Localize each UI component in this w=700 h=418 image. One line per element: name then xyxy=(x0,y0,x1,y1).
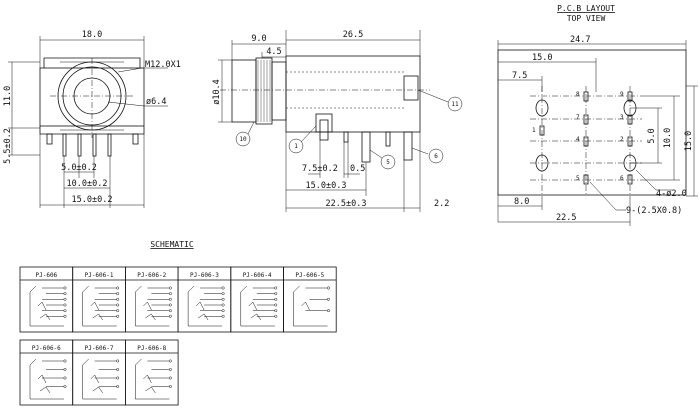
dim-body-len: 26.5 xyxy=(343,30,363,40)
schematic-cell-3: PJ-606-2 xyxy=(125,266,179,333)
schematic-model-label: PJ-606-3 xyxy=(190,272,219,279)
callout-5: 5 xyxy=(386,159,390,166)
dim-pitch-inner: 5.0±0.2 xyxy=(61,163,97,173)
schematic-cell-6: PJ-606-5 xyxy=(283,266,337,333)
pcb-dim-75: 7.5 xyxy=(512,71,527,81)
schematic-model-label: PJ-606-1 xyxy=(85,272,114,279)
schematic-model-label: PJ-606-8 xyxy=(137,345,166,352)
hole-dia-label: ø6.4 xyxy=(146,97,166,107)
schematic-model-label: PJ-606-4 xyxy=(243,272,272,279)
side-body xyxy=(285,55,421,133)
dim-pitch-mid: 10.0±0.2 xyxy=(67,179,108,189)
schematic-section: SCHEMATIC PJ-606 PJ-606-1 PJ-606-2 PJ-606-3… xyxy=(19,240,337,406)
pcb-bottom-225: 22.5 xyxy=(556,213,576,223)
pcb-pin-9: 9 xyxy=(620,91,624,98)
side-view: 9.0 4.5 26.5 ø10.4 10 11 1 5 6 7.5±0.2 0… xyxy=(212,30,463,212)
pcb-dim-150: 15.0 xyxy=(684,131,694,151)
dim-right-offset: 2.2 xyxy=(434,199,449,209)
pcb-pin-7: 7 xyxy=(576,114,580,121)
pcb-pads xyxy=(535,91,637,185)
pcb-pin-1: 1 xyxy=(532,127,536,134)
schematic-model-label: PJ-606-6 xyxy=(32,345,61,352)
dim-overall: 22.5±0.3 xyxy=(326,199,367,209)
schematic-cell-1: PJ-606 xyxy=(19,266,74,333)
schematic-cell-4: PJ-606-3 xyxy=(177,266,232,333)
callout-6: 6 xyxy=(434,153,438,160)
schematic-model-label: PJ-606-7 xyxy=(85,345,114,352)
pcb-bottom-8: 8.0 xyxy=(514,197,529,207)
pcb-outline xyxy=(497,49,687,196)
side-barrel xyxy=(231,59,257,123)
pcb-layout: P.C.B LAYOUT TOP VIEW 24.7 15.0 7.5 xyxy=(497,4,698,226)
schematic-model-label: PJ-606-2 xyxy=(137,272,166,279)
dim-pin-thick: 0.5 xyxy=(350,164,365,174)
dim-front-len: 9.0 xyxy=(251,34,266,44)
callout-11: 11 xyxy=(451,101,459,108)
pcb-pin-2: 2 xyxy=(620,136,624,143)
pcb-pin-8: 8 xyxy=(576,91,580,98)
schematic-cell-7: PJ-606-6 xyxy=(19,339,74,406)
thread-label: M12.0X1 xyxy=(145,60,181,70)
schematic-cell-2: PJ-606-1 xyxy=(72,266,126,333)
pcb-dim-50: 5.0 xyxy=(647,128,657,143)
pcb-pin-3: 3 xyxy=(620,114,624,121)
dim-height-left2: 5.5±0.2 xyxy=(3,128,13,164)
dim-width-bottom: 15.0±0.2 xyxy=(72,195,113,205)
schematic-cell-9: PJ-606-8 xyxy=(125,339,179,406)
front-pins xyxy=(46,133,139,157)
schematic-cell-8: PJ-606-7 xyxy=(72,339,126,406)
dim-width-top: 18.0 xyxy=(82,30,102,40)
schematic-model-label: PJ-606 xyxy=(36,272,58,279)
schematic-title: SCHEMATIC xyxy=(150,240,194,249)
pcb-pin-4: 4 xyxy=(576,136,580,143)
schematic-cell-5: PJ-606-4 xyxy=(230,266,284,333)
callout-10: 10 xyxy=(239,136,247,143)
pcb-title: P.C.B LAYOUT xyxy=(557,4,615,13)
pcb-subtitle: TOP VIEW xyxy=(567,14,606,23)
pcb-hole-note: 4-ø2.0 xyxy=(656,189,687,199)
dim-side-dia: ø10.4 xyxy=(212,79,222,105)
pcb-slot-note: 9-(2.5X0.8) xyxy=(626,206,682,216)
dim-side-pitch: 15.0±0.3 xyxy=(306,181,347,191)
front-view: 18.0 11.0 5.5±0.2 M12.0X1 ø6.4 5.0±0.2 1… xyxy=(3,30,181,208)
pcb-dim-15: 15.0 xyxy=(532,53,552,63)
pcb-width: 24.7 xyxy=(570,35,590,45)
pcb-pin-5: 5 xyxy=(576,175,580,182)
dim-height-left: 11.0 xyxy=(3,86,13,106)
schematic-model-label: PJ-606-5 xyxy=(295,272,324,279)
callout-1: 1 xyxy=(294,143,298,150)
pcb-pin-6: 6 xyxy=(620,175,624,182)
dim-pin-offset: 7.5±0.2 xyxy=(302,164,338,174)
dim-nut-len: 4.5 xyxy=(266,47,281,57)
pcb-dim-100: 10.0 xyxy=(663,128,673,148)
